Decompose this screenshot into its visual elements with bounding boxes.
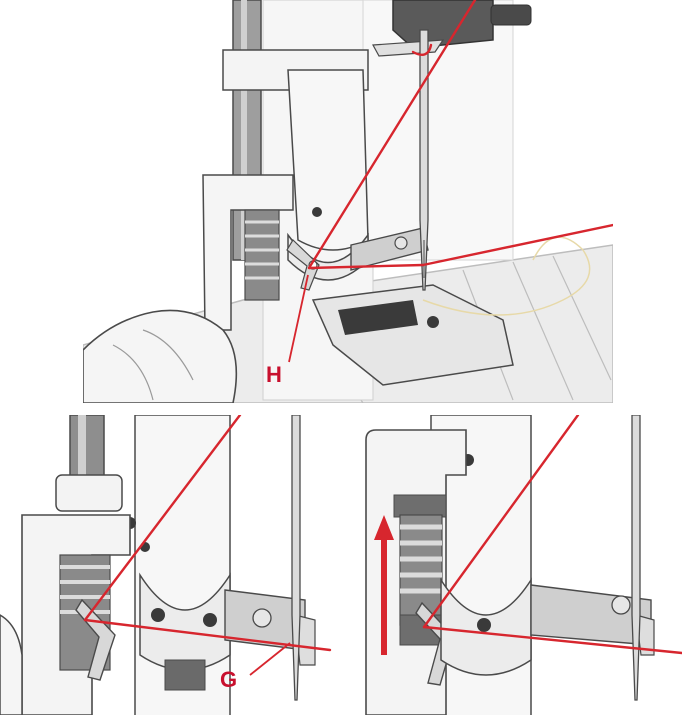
top-illustration-panel: H — [83, 0, 613, 403]
hand-crease — [142, 329, 194, 381]
hand — [0, 614, 23, 715]
presser-foot-threading-illustration — [83, 0, 613, 403]
hand — [83, 309, 238, 403]
arm-screw — [394, 236, 408, 250]
thread-path — [422, 415, 682, 655]
arm-screw — [611, 595, 631, 615]
foot-screw-left — [342, 312, 354, 324]
thread-path — [83, 415, 332, 652]
thread-released-illustration — [365, 415, 682, 715]
presser-foot-shank — [287, 69, 369, 251]
thread-path — [307, 0, 613, 270]
needle — [631, 415, 641, 701]
ankle-screw-left — [151, 608, 165, 622]
arm-screw — [252, 608, 272, 628]
ankle-screw-left — [477, 618, 491, 632]
spring — [399, 514, 443, 626]
bottom-right-illustration-panel — [356, 415, 682, 715]
presser-bar-highlight — [241, 0, 247, 260]
presser-bar — [69, 415, 105, 486]
threader-knob — [490, 4, 532, 26]
needle — [291, 415, 301, 701]
needle — [419, 29, 429, 291]
callout-label-g: G — [220, 667, 238, 692]
bottom-left-illustration-panel: G — [0, 415, 339, 715]
ankle-screw-right — [203, 613, 217, 627]
callout-g-leader — [249, 642, 291, 676]
foot-screw-right — [427, 316, 439, 328]
arrow-up-icon — [374, 515, 394, 655]
foot-base — [164, 659, 206, 691]
spring-cap — [393, 494, 447, 518]
thread-guide-arm — [350, 227, 429, 271]
shank-screw — [312, 207, 322, 217]
spring — [244, 209, 280, 301]
hand-crease-2 — [112, 344, 154, 401]
callout-label-h: H — [266, 362, 282, 387]
thread-in-guide-illustration — [0, 415, 332, 715]
callout-h-leader — [288, 274, 309, 363]
presser-bar-highlight — [78, 415, 86, 485]
foot-opening — [338, 300, 418, 335]
thread-guide-hook-h — [286, 239, 320, 291]
bar-collar — [55, 474, 123, 512]
